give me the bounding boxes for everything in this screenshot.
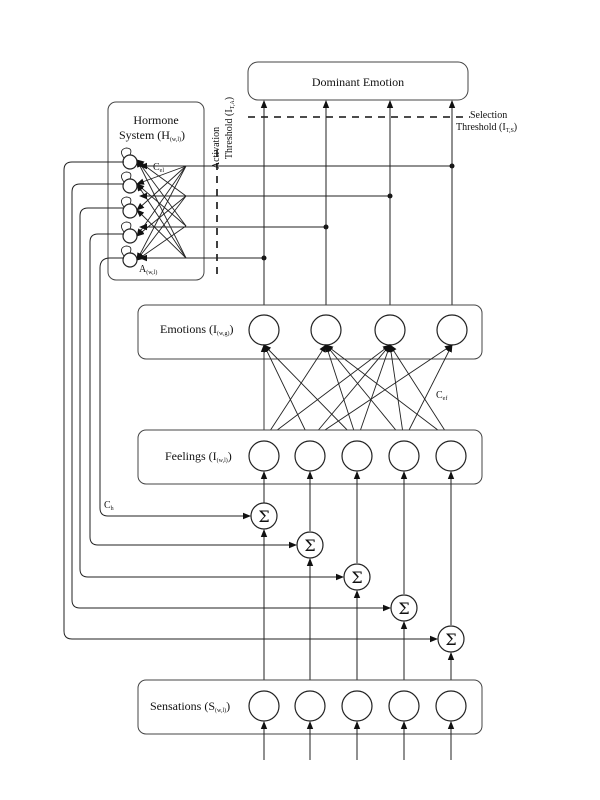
sensation-neuron-1 (248, 690, 280, 722)
hormone-neuron-1 (122, 154, 138, 170)
hormone-to-sum-links (63, 161, 438, 643)
selection-threshold-label-2: Threshold (IT,S) (456, 122, 517, 134)
hormone-neuron-3 (122, 203, 138, 219)
emotion-neurons (248, 314, 468, 346)
hormone-label: Hormone (133, 113, 178, 127)
c-el-label: Cel (153, 162, 164, 174)
sensation-neurons (248, 690, 467, 722)
sensation-neuron-2 (294, 690, 326, 722)
svg-text:Σ: Σ (351, 568, 362, 587)
selection-threshold-label: Selection (470, 110, 507, 121)
hormone-neurons (121, 147, 138, 268)
feeling-neuron-1 (248, 440, 280, 472)
sensation-neuron-4 (388, 690, 420, 722)
sensations-to-sum-links (260, 529, 455, 688)
emotion-neuron-3 (374, 314, 406, 346)
svg-text:Σ: Σ (445, 630, 456, 649)
feeling-neuron-5 (435, 440, 467, 472)
emotion-neuron-4 (436, 314, 468, 346)
hormone-neuron-2 (122, 178, 138, 194)
sum-nodes: Σ Σ Σ Σ Σ (250, 502, 465, 653)
svg-text:Σ: Σ (258, 507, 269, 526)
hormone-neuron-4 (122, 228, 138, 244)
svg-text:Σ: Σ (304, 536, 315, 555)
emotion-neuron-1 (248, 314, 280, 346)
emotion-to-dominant-links (260, 100, 456, 315)
feeling-neurons (248, 440, 467, 472)
svg-text:Σ: Σ (398, 599, 409, 618)
c-ef-label: Cef (436, 390, 447, 402)
emotions-label: Emotions (I(w,g)) (160, 322, 233, 337)
sum-to-feelings-links (260, 471, 455, 625)
emotion-neuron-2 (310, 314, 342, 346)
feelings-to-emotions-links (260, 344, 453, 441)
feeling-neuron-3 (341, 440, 373, 472)
a-label: A(w,l) (139, 264, 157, 276)
feeling-neuron-4 (388, 440, 420, 472)
activation-threshold-label: Activation (211, 127, 222, 169)
hormone-neuron-5 (122, 252, 138, 268)
activation-threshold-label-2: Threshold (IT,A) (224, 97, 236, 159)
feeling-neuron-2 (294, 440, 326, 472)
sensations-label: Sensations (S(w,l)) (150, 699, 230, 714)
hormone-label-2: System (H(w,l)) (119, 128, 185, 143)
sensation-inputs (260, 721, 455, 760)
dominant-emotion-box (247, 61, 469, 101)
feelings-label: Feelings (I(w,l)) (165, 449, 232, 464)
dominant-emotion-label: Dominant Emotion (312, 75, 404, 89)
sensation-neuron-5 (435, 690, 467, 722)
sensation-neuron-3 (341, 690, 373, 722)
c-h-label: Ch (104, 500, 114, 512)
